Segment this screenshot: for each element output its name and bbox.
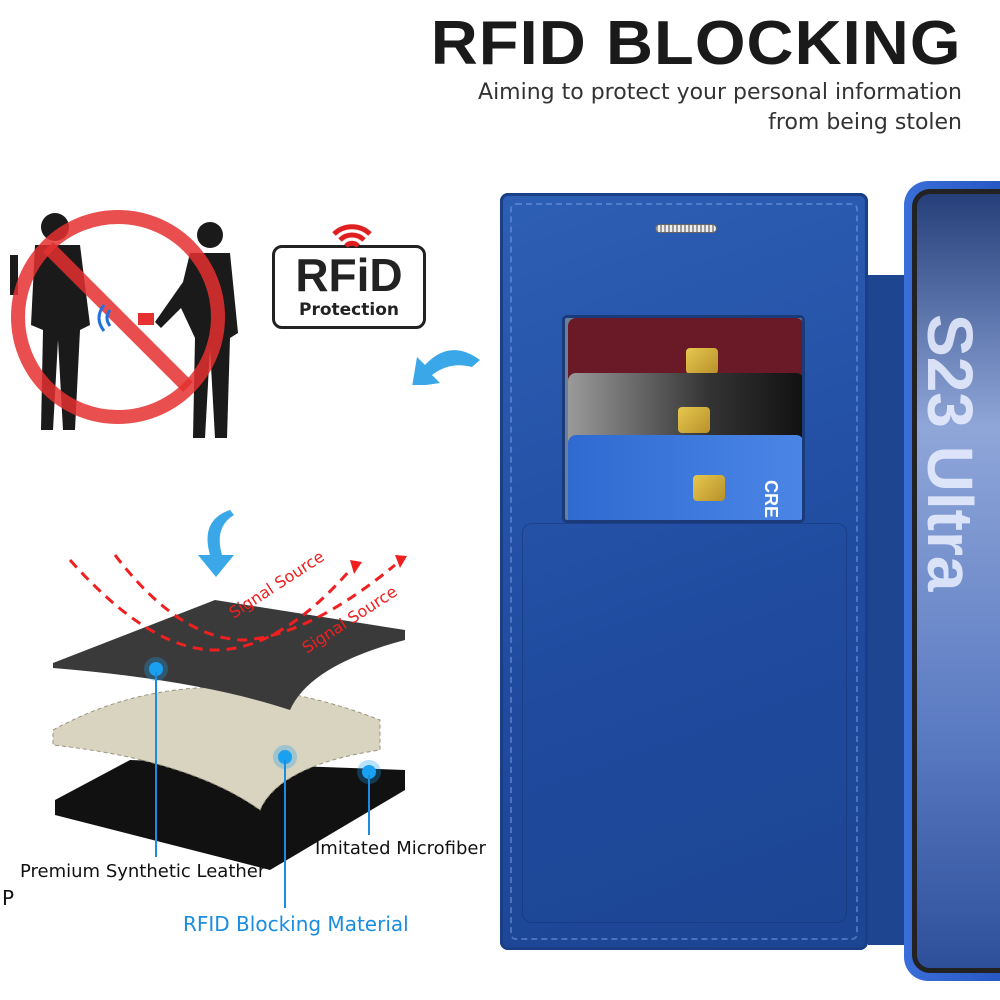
leather-layer bbox=[53, 600, 405, 710]
rfid-material-label: RFID Blocking Material bbox=[183, 912, 409, 936]
leader-line bbox=[155, 672, 157, 857]
speaker-grille bbox=[655, 224, 717, 233]
material-layers-diagram bbox=[52, 554, 407, 870]
rfid-protection-logo: RFiD Protection bbox=[272, 224, 426, 329]
phone: S23 Ultra bbox=[904, 181, 1000, 981]
rfid-logo-text: RFiD bbox=[295, 249, 403, 301]
credit-card-blue: CRE bbox=[568, 435, 802, 520]
flip-case-cover bbox=[500, 193, 868, 950]
phone-screen-text: S23 Ultra bbox=[914, 314, 986, 592]
subtitle-line: Aiming to protect your personal informat… bbox=[478, 80, 962, 105]
microfiber-marker bbox=[362, 765, 376, 779]
phone-screen: S23 Ultra bbox=[912, 189, 1000, 973]
signal-arrow-icon bbox=[395, 555, 407, 568]
rfid-logo-subtext: Protection bbox=[299, 300, 399, 320]
leader-line bbox=[284, 760, 286, 908]
signal-arrow-icon bbox=[350, 560, 362, 574]
subtitle-line: from being stolen bbox=[768, 110, 962, 135]
rfid-material-marker bbox=[278, 750, 292, 764]
curved-arrow-down-icon bbox=[198, 510, 234, 577]
page-title: RFID BLOCKING bbox=[431, 9, 962, 78]
microfiber-layer bbox=[55, 760, 405, 870]
rfid-blocking-layer bbox=[53, 687, 380, 810]
cropped-label: P bbox=[2, 886, 15, 910]
microfiber-label: Imitated Microfiber bbox=[315, 838, 486, 859]
subtitle: Aiming to protect your personal informat… bbox=[402, 78, 962, 138]
leather-label: Premium Synthetic Leather bbox=[20, 861, 266, 882]
curved-arrow-icon bbox=[412, 350, 480, 385]
prohibition-icon bbox=[11, 210, 225, 424]
card-text: CRE bbox=[761, 480, 781, 519]
leader-line bbox=[368, 775, 370, 835]
leather-marker bbox=[149, 662, 163, 676]
card-window: CRE bbox=[562, 315, 805, 523]
no-skimming-illustration bbox=[10, 210, 238, 438]
case-hinge bbox=[868, 275, 908, 945]
wifi-signal-icon bbox=[332, 224, 372, 248]
